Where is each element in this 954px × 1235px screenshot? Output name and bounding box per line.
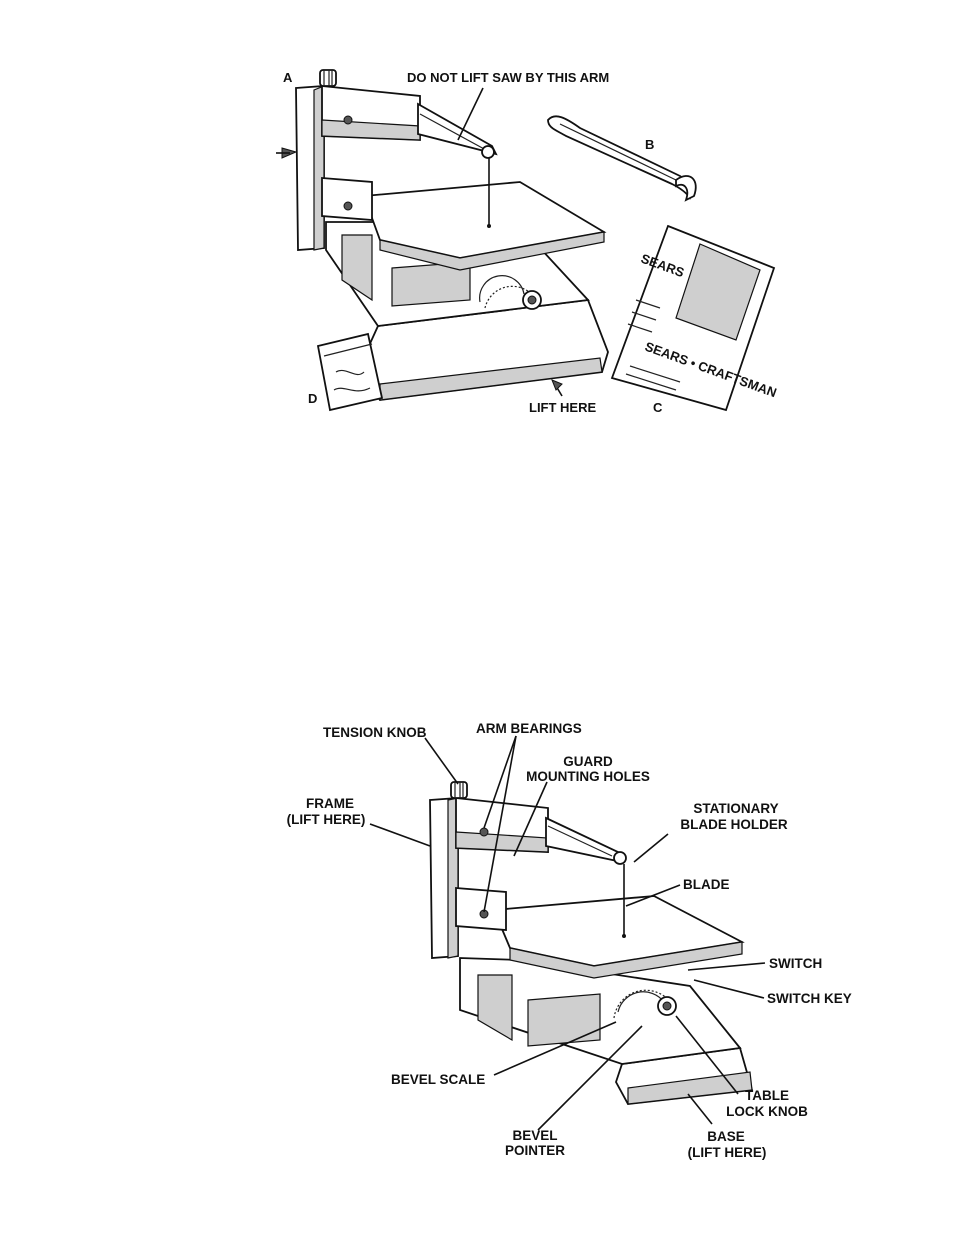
label-switch: SWITCH xyxy=(769,956,822,971)
label-bevel-pointer-line2: POINTER xyxy=(505,1143,565,1158)
label-switch-key: SWITCH KEY xyxy=(767,991,852,1006)
label-table-line1: TABLE xyxy=(745,1088,789,1103)
label-c: C xyxy=(653,400,663,415)
label-guard-line1: GUARD xyxy=(563,754,613,769)
label-stationary-line1: STATIONARY xyxy=(693,801,778,816)
label-frame-line2: (LIFT HERE) xyxy=(287,812,366,827)
figure-parts-identification: TENSION KNOB ARM BEARINGS GUARD MOUNTING… xyxy=(287,721,852,1160)
part-c-owners-manual: SEARS SEARS • CRAFTSMAN xyxy=(612,226,779,410)
label-d: D xyxy=(308,391,317,406)
figure-unpacking: SEARS SEARS • CRAFTSMAN A DO NOT LIFT SA… xyxy=(276,70,779,415)
label-stationary-line2: BLADE HOLDER xyxy=(680,817,787,832)
label-b: B xyxy=(645,137,654,152)
label-blade: BLADE xyxy=(683,877,730,892)
part-b-blade-tool xyxy=(548,116,696,200)
label-frame-line1: FRAME xyxy=(306,796,354,811)
label-base-line2: (LIFT HERE) xyxy=(688,1145,767,1160)
label-table-line2: LOCK KNOB xyxy=(726,1104,808,1119)
label-tension-knob: TENSION KNOB xyxy=(323,725,427,740)
label-bevel-scale: BEVEL SCALE xyxy=(391,1072,485,1087)
label-base-line1: BASE xyxy=(707,1129,745,1144)
warning-label: DO NOT LIFT SAW BY THIS ARM xyxy=(407,70,609,85)
label-bevel-pointer-line1: BEVEL xyxy=(512,1128,557,1143)
label-a: A xyxy=(283,70,293,85)
leader-warning xyxy=(458,88,483,140)
label-guard-line2: MOUNTING HOLES xyxy=(526,769,650,784)
label-arm-bearings: ARM BEARINGS xyxy=(476,721,582,736)
lift-here-label: LIFT HERE xyxy=(529,400,596,415)
